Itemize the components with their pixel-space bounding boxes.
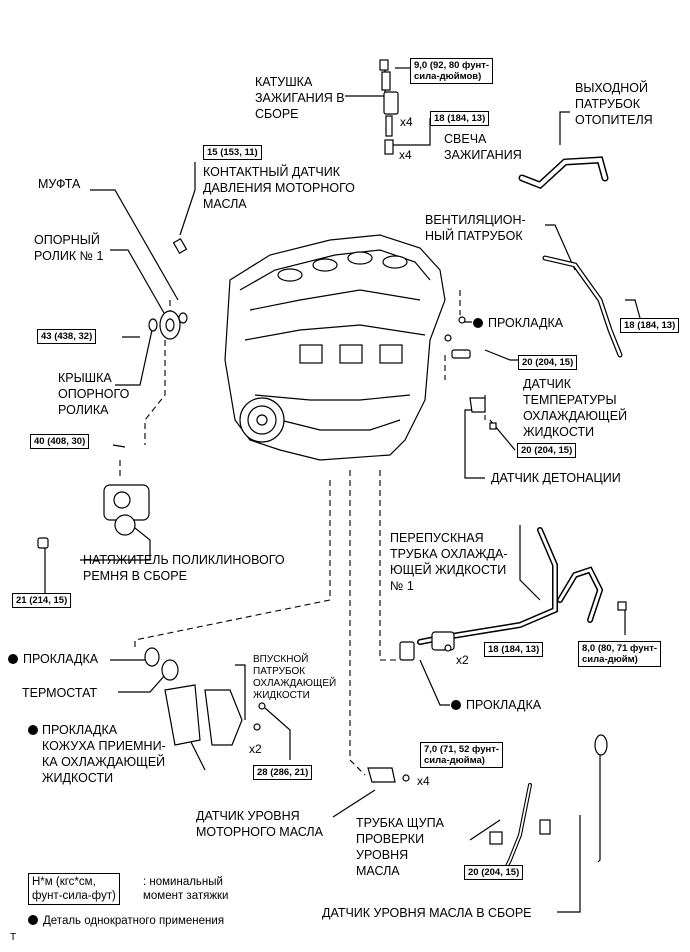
leader-dipstick-tube: [469, 819, 501, 841]
leader-knock: [464, 409, 485, 479]
label-dipstick-tube: ТРУБКА ЩУПА ПРОВЕРКИ УРОВНЯ МАСЛА: [356, 816, 444, 878]
label-water-inlet: ВПУСКНОЙ ПАТРУБОК ОХЛАЖДАЮЩЕЙ ЖИДКОСТИ: [253, 654, 337, 701]
leader-oil-switch: [179, 162, 196, 236]
single-use-dot-icon: [473, 318, 483, 328]
single-use-dot-icon: [28, 915, 38, 925]
torque-coolant-sensor: 20 (204, 15): [518, 355, 578, 370]
corner-mark: T: [10, 932, 17, 943]
leader-plug-torque: [393, 118, 431, 146]
label-heater-outlet: ВЫХОДНОЙ ПАТРУБОК ОТОПИТЕЛЯ: [575, 81, 653, 127]
torque-tensioner-bottom: 21 (214, 15): [12, 593, 72, 608]
legend-single-use-text: Деталь однократного применения: [43, 915, 225, 927]
leader-thermostat: [118, 674, 166, 693]
qty-bypass: x2: [456, 653, 469, 667]
qty-plug: x4: [399, 148, 412, 162]
legend-single-use: Деталь однократного применения: [28, 913, 224, 929]
label-oil-level-sensor: ДАТЧИК УРОВНЯ МОТОРНОГО МАСЛА: [196, 809, 323, 839]
label-gasket-1-text: ПРОКЛАДКА: [488, 316, 564, 330]
leader-bypass: [519, 525, 541, 601]
engine-block: [224, 234, 446, 461]
ignition-coil-part: [379, 59, 399, 155]
leader-idler-cover: [115, 329, 153, 386]
leader-inlet: [235, 664, 246, 720]
torque-bypass-nut: 8,0 (80, 71 фунт- сила-дюйм): [578, 641, 662, 667]
tensioner-part: [37, 444, 150, 549]
thermostat-part: [144, 647, 266, 746]
torque-knock: 20 (204, 15): [517, 443, 577, 458]
qty-oil-level: x4: [417, 774, 430, 788]
label-belt-tensioner: НАТЯЖИТЕЛЬ ПОЛИКЛИНОВОГО РЕМНЯ В СБОРЕ: [83, 553, 285, 583]
torque-vent: 18 (184, 13): [620, 318, 680, 333]
torque-dipstick: 20 (204, 15): [464, 865, 524, 880]
leader-idler: [110, 249, 169, 321]
single-use-dot-icon: [8, 654, 18, 664]
label-gasket-1: ПРОКЛАДКА: [473, 315, 563, 331]
ventilation-pipe-part: [542, 255, 623, 358]
leader-gasket2: [419, 659, 450, 706]
torque-bypass-bolt: 18 (184, 13): [484, 642, 544, 657]
label-coolant-temp-sensor: ДАТЧИК ТЕМПЕРАТУРЫ ОХЛАЖДАЮЩЕЙ ЖИДКОСТИ: [523, 377, 628, 439]
torque-coil: 9,0 (92, 80 фунт- сила-дюймов): [410, 58, 494, 84]
dipstick-tube-part: [503, 783, 532, 872]
label-spark-plug: СВЕЧА ЗАЖИГАНИЯ: [444, 132, 522, 162]
leader-tensioner: [80, 519, 151, 561]
leader-coolant-sensor: [484, 349, 518, 361]
leader-heater-outlet: [559, 111, 570, 145]
torque-idler: 43 (438, 32): [37, 329, 97, 344]
leader-coupling: [90, 189, 179, 301]
torque-oil-level: 7,0 (71, 52 фунт- сила-дюйма): [420, 742, 504, 768]
label-gasket-2-text: ПРОКЛАДКА: [466, 698, 542, 712]
label-inlet-housing-gasket-text: ПРОКЛАДКА КОЖУХА ПРИЕМНИ- КА ОХЛАЖДАЮЩЕЙ…: [42, 723, 166, 785]
leader-oil-level: [332, 789, 376, 818]
sensors-part: [444, 316, 497, 430]
label-dipstick-assy: ДАТЧИК УРОВНЯ МАСЛА В СБОРЕ: [322, 906, 532, 920]
legend-units-text: : номинальный момент затяжки: [143, 876, 229, 902]
torque-plug: 18 (184, 13): [430, 111, 490, 126]
label-oil-pressure-switch: КОНТАКТНЫЙ ДАТЧИК ДАВЛЕНИЯ МОТОРНОГО МАС…: [203, 165, 355, 211]
label-knock-sensor: ДАТЧИК ДЕТОНАЦИИ: [491, 471, 621, 485]
torque-tensioner-top: 40 (408, 30): [30, 434, 90, 449]
single-use-dot-icon: [28, 725, 38, 735]
label-thermostat: ТЕРМОСТАТ: [22, 686, 98, 700]
label-gasket-3-text: ПРОКЛАДКА: [23, 652, 99, 666]
qty-coil: x4: [400, 115, 413, 129]
label-ignition-coil: КАТУШКА ЗАЖИГАНИЯ В СБОРЕ: [255, 75, 345, 121]
label-gasket-3: ПРОКЛАДКА: [8, 651, 98, 667]
legend-units-box: Н*м (кгс*см, фунт-сила-фут): [28, 873, 120, 905]
label-coupling: МУФТА: [38, 177, 81, 191]
single-use-dot-icon: [451, 700, 461, 710]
label-idler-cover: КРЫШКА ОПОРНОГО РОЛИКА: [58, 371, 130, 417]
label-idler-pulley: ОПОРНЫЙ РОЛИК № 1: [34, 233, 104, 263]
qty-inlet: x2: [249, 742, 262, 756]
leader-ignition-coil: [345, 70, 386, 97]
label-bypass-pipe: ПЕРЕПУСКНАЯ ТРУБКА ОХЛАЖДА- ЮЩЕЙ ЖИДКОСТ…: [390, 531, 508, 593]
leader-inlet-torque: [264, 707, 291, 760]
torque-inlet: 28 (286, 21): [253, 765, 313, 780]
label-gasket-2: ПРОКЛАДКА: [451, 697, 541, 713]
leader-vent: [545, 224, 576, 271]
label-ventilation-pipe: ВЕНТИЛЯЦИОН- НЫЙ ПАТРУБОК: [425, 213, 526, 243]
torque-oil-switch: 15 (153, 11): [203, 145, 262, 160]
leader-vent-bolt: [625, 299, 641, 319]
oil-level-sensor-part: [367, 767, 410, 783]
leader-dipstick-assy: [557, 815, 581, 913]
idler-pulley-part: [122, 237, 188, 340]
